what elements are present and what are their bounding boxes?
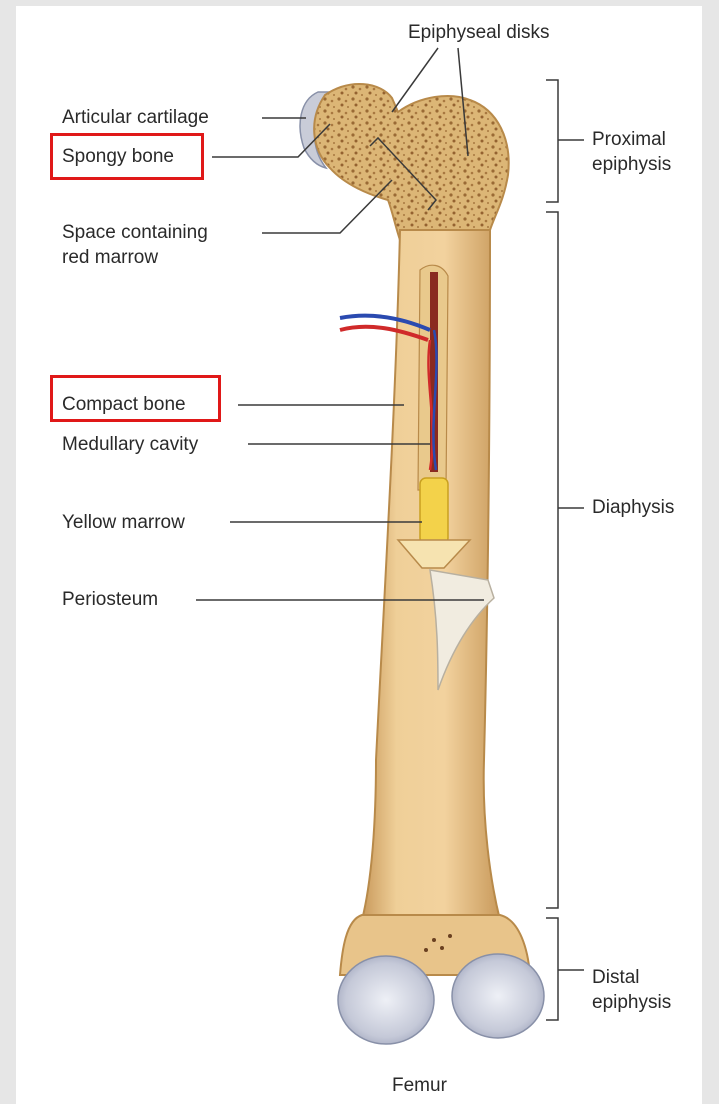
label-periosteum: Periosteum bbox=[62, 588, 158, 611]
label-proximal-line2: epiphysis bbox=[592, 153, 671, 176]
label-compact-bone: Compact bone bbox=[62, 393, 186, 416]
label-distal-line1: Distal bbox=[592, 966, 640, 989]
label-articular-cartilage: Articular cartilage bbox=[62, 106, 209, 129]
label-proximal-line1: Proximal bbox=[592, 128, 666, 151]
label-epiphyseal-disks: Epiphyseal disks bbox=[408, 21, 550, 44]
figure-caption: Femur bbox=[392, 1074, 447, 1097]
label-distal-line2: epiphysis bbox=[592, 991, 671, 1014]
lateral-condyle-shape bbox=[452, 954, 544, 1038]
label-space-containing-line2: red marrow bbox=[62, 246, 158, 269]
label-medullary-cavity: Medullary cavity bbox=[62, 433, 198, 456]
label-spongy-bone: Spongy bone bbox=[62, 145, 174, 168]
label-yellow-marrow: Yellow marrow bbox=[62, 511, 185, 534]
proximal-epiphysis-shape bbox=[314, 84, 509, 240]
medial-condyle-shape bbox=[338, 956, 434, 1044]
label-diaphysis: Diaphysis bbox=[592, 496, 674, 519]
label-space-containing-line1: Space containing bbox=[62, 221, 208, 244]
yellow-marrow-shape bbox=[420, 478, 448, 544]
